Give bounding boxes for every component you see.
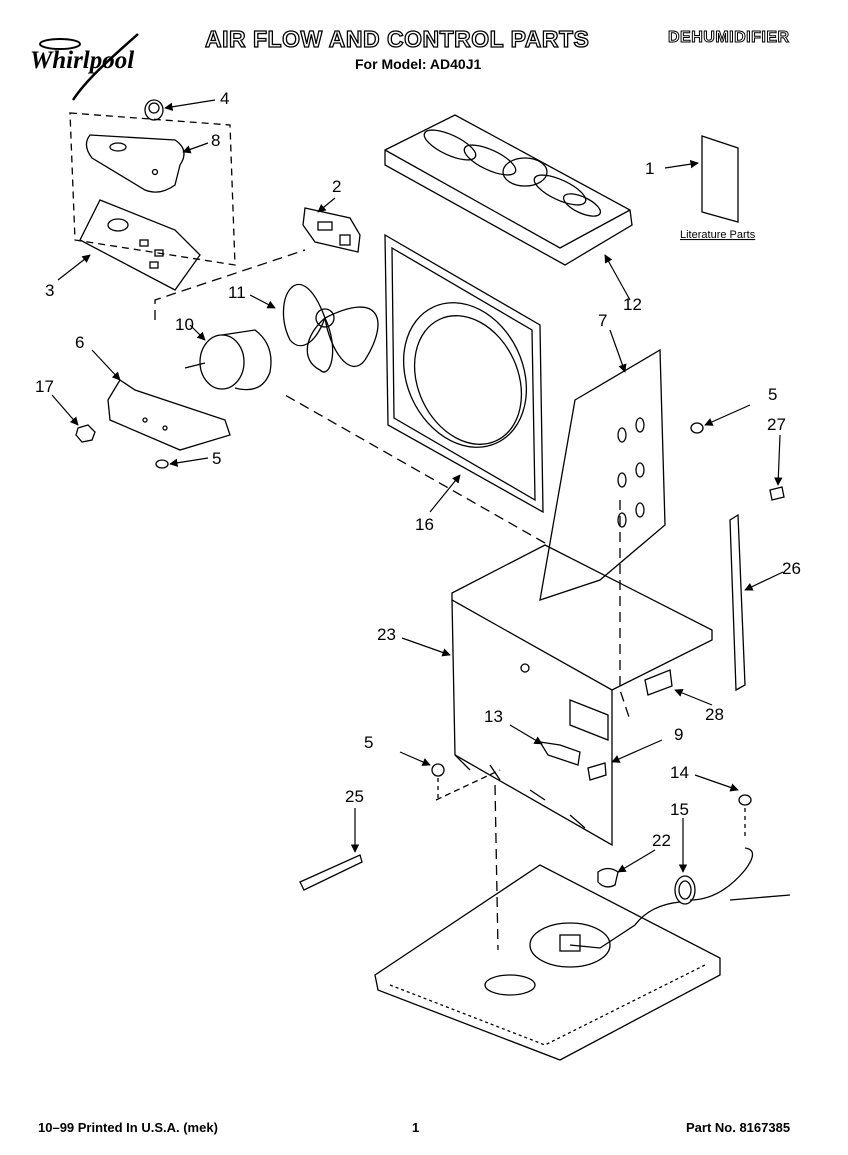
strain-relief <box>644 669 673 696</box>
callout-7: 7 <box>598 311 607 330</box>
page-title: AIR FLOW AND CONTROL PARTS <box>204 25 590 52</box>
callout-23: 23 <box>377 625 396 644</box>
cable-tie <box>299 854 363 891</box>
literature-booklet <box>701 135 739 223</box>
callout-12: 12 <box>623 295 642 314</box>
power-cord <box>559 847 791 952</box>
cord-clamp <box>597 867 619 888</box>
control-group-outline <box>69 112 236 266</box>
brand-name: Whirlpool <box>30 47 135 74</box>
callout-6: 6 <box>75 333 84 352</box>
page-number: 1 <box>412 1120 420 1135</box>
model-line: For Model: AD40J1 <box>355 56 482 72</box>
print-info: 10–99 Printed In U.S.A. (mek) <box>38 1120 218 1135</box>
motor-bracket <box>107 379 231 451</box>
part-number: Part No. 8167385 <box>686 1120 791 1135</box>
callout-10: 10 <box>175 315 194 334</box>
control-housing <box>79 199 201 291</box>
callout-2: 2 <box>332 177 341 196</box>
ground-screw <box>738 794 752 840</box>
callout-11: 11 <box>228 283 246 302</box>
callout-27: 27 <box>767 415 786 434</box>
hex-nut <box>75 424 96 443</box>
literature-parts-label: Literature Parts <box>680 229 756 241</box>
callout-4: 4 <box>220 89 229 108</box>
screw-left <box>155 459 169 469</box>
callout-3: 3 <box>45 281 54 300</box>
callout-22: 22 <box>652 831 671 850</box>
screw-27 <box>769 486 785 501</box>
fan-blade <box>282 283 379 373</box>
callout-9: 9 <box>674 725 683 744</box>
rotary-switch <box>302 207 361 253</box>
callout-16: 16 <box>415 515 434 534</box>
screw-bottom <box>431 763 445 800</box>
callout-28: 28 <box>705 705 724 724</box>
callout-5-left: 5 <box>212 449 221 468</box>
clip <box>587 762 607 781</box>
top-cover-grille <box>384 114 633 266</box>
control-knob <box>144 99 164 121</box>
thermostat <box>538 741 581 766</box>
callout-26: 26 <box>782 559 801 578</box>
callout-13: 13 <box>484 707 503 726</box>
mounting-plate <box>539 348 666 601</box>
base-pan <box>374 864 721 1061</box>
whirlpool-logo: Whirlpool <box>28 32 178 102</box>
screw-right <box>690 422 704 434</box>
appliance-category: DEHUMIDIFIER <box>668 29 790 47</box>
control-overlay <box>85 134 185 193</box>
callout-1: 1 <box>645 159 654 178</box>
callout-25: 25 <box>345 787 364 806</box>
callout-15: 15 <box>670 800 689 819</box>
fan-motor <box>184 329 272 391</box>
callout-8: 8 <box>211 131 220 150</box>
orifice-panel <box>384 233 544 514</box>
callout-5-bottom: 5 <box>364 733 373 752</box>
callout-5-right: 5 <box>768 385 777 404</box>
callout-14: 14 <box>670 763 689 782</box>
side-bracket <box>729 513 746 692</box>
callout-17: 17 <box>35 377 54 396</box>
